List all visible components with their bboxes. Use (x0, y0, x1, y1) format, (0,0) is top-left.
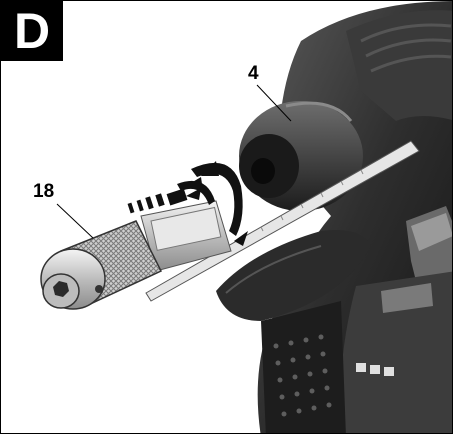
keyless-chuck (40, 200, 232, 310)
callout-4-label: 4 (248, 63, 259, 84)
motor-ribs (346, 10, 452, 121)
callout-18-leader (56, 203, 94, 239)
panel-letter-badge: D (1, 1, 63, 61)
battery-indicator (356, 363, 394, 376)
dust-guard (216, 230, 371, 321)
callout-18-label: 18 (33, 181, 55, 202)
battery-pack (340, 271, 452, 433)
callout-4-leader (256, 84, 292, 122)
direction-arrows (127, 161, 248, 246)
grip (261, 301, 346, 433)
depth-stop-rod (145, 140, 420, 302)
